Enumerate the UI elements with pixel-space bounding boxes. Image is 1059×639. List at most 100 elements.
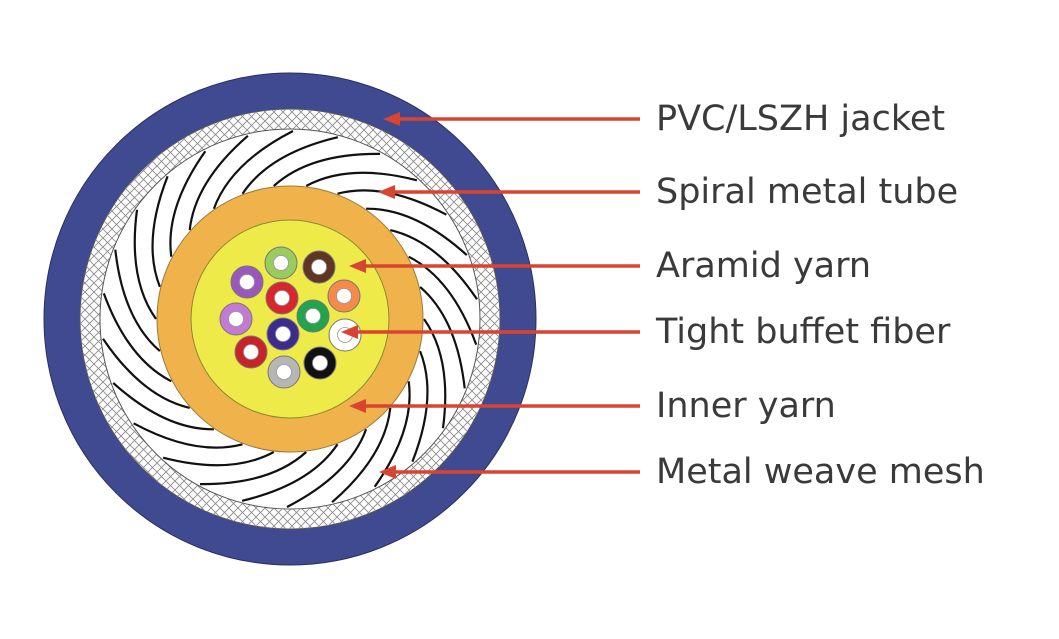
mesh-strand: [0, 512, 107, 620]
mesh-strand: [0, 377, 242, 620]
mesh-strand: [288, 18, 890, 620]
spiral-line: [151, 175, 169, 288]
label-aramid: Aramid yarn: [656, 246, 871, 286]
mesh-strand: [0, 18, 359, 378]
mesh-strand: [567, 127, 1059, 620]
mesh-strand: [657, 217, 1059, 620]
spiral-line: [366, 207, 468, 256]
mesh-strand: [0, 18, 152, 171]
mesh-strand: [0, 404, 215, 620]
arrow-mesh-head: [379, 465, 396, 479]
spiral-line: [162, 451, 275, 467]
spiral-line: [102, 293, 172, 383]
fiber-core: [275, 326, 291, 342]
mesh-strand: [279, 18, 881, 620]
mesh-strand: [333, 18, 935, 620]
fiber-core: [243, 344, 259, 360]
fiber-red: [265, 281, 299, 315]
mesh-strand: [0, 18, 305, 324]
mesh-strand: [0, 18, 170, 189]
spiral-line: [133, 209, 157, 320]
mesh-strand: [441, 18, 1043, 620]
mesh-strand: [0, 18, 206, 225]
fiber-purple: [230, 265, 264, 299]
mesh-strand: [585, 145, 1059, 620]
label-spiral-tube: Spiral metal tube: [656, 172, 958, 212]
mesh-strand: [351, 18, 953, 620]
mesh-strand: [0, 18, 368, 387]
mesh-strand: [675, 235, 1059, 620]
mesh-strand: [0, 18, 215, 234]
fiber-light-green: [264, 246, 298, 280]
mesh-strand: [234, 18, 836, 620]
mesh-strand: [0, 18, 188, 207]
fiber-gray: [267, 355, 301, 389]
fiber-core: [276, 364, 292, 380]
mesh-strand: [468, 28, 1059, 620]
fiber-brown: [302, 250, 336, 284]
fiber-core: [239, 274, 255, 290]
mesh-strand: [0, 386, 233, 620]
mesh-strand: [0, 18, 197, 216]
mesh-strand: [0, 18, 395, 414]
fiber-red-2: [234, 335, 268, 369]
mesh-strand: [0, 18, 242, 261]
spiral-line: [133, 422, 243, 449]
mesh-strand: [387, 18, 989, 620]
mesh-strand: [0, 494, 125, 620]
mesh-pattern: [0, 18, 1059, 620]
fiber-core: [311, 259, 327, 275]
mesh-strand: [342, 18, 944, 620]
mesh-strand: [0, 368, 251, 620]
mesh-strand: [648, 208, 1059, 620]
mesh-strand: [477, 37, 1059, 620]
spiral-line: [286, 428, 368, 508]
fiber-core: [228, 311, 244, 327]
mesh-strand: [639, 199, 1059, 620]
arrow-aramid-head: [349, 259, 366, 273]
mesh-strand: [0, 485, 134, 620]
spiral-line: [419, 286, 466, 389]
mesh-strand: [0, 449, 170, 620]
mesh-strand: [0, 18, 386, 405]
mesh-strand: [0, 18, 224, 243]
mesh-strand: [0, 467, 152, 620]
mesh-strand: [513, 73, 1059, 620]
mesh-strand: [0, 18, 125, 144]
label-inner-yarn: Inner yarn: [656, 386, 836, 426]
mesh-strand: [0, 18, 233, 252]
spiral-line: [273, 152, 381, 187]
mesh-strand: [0, 503, 116, 620]
label-mesh: Metal weave mesh: [656, 452, 985, 492]
mesh-strand: [225, 18, 827, 620]
spiral-line: [102, 338, 190, 409]
spiral-line: [188, 134, 249, 231]
mesh-strand: [0, 458, 161, 620]
mesh-strand: [531, 91, 1059, 620]
mesh-strand: [603, 163, 1059, 620]
mesh-strand: [0, 18, 107, 126]
mesh-strand: [207, 18, 809, 620]
mesh-strand: [522, 82, 1059, 620]
mesh-strand: [630, 190, 1059, 620]
mesh-strand: [252, 18, 854, 620]
spiral-line: [112, 382, 214, 431]
mesh-strand: [0, 413, 206, 620]
mesh-strand: [0, 18, 143, 162]
mesh-strand: [612, 172, 1059, 620]
spiral-line: [199, 451, 307, 486]
fiber-orange: [327, 279, 361, 313]
tight-buffered-fibers: [219, 246, 362, 389]
fiber-core: [312, 355, 328, 371]
mesh-strand: [0, 395, 224, 620]
mesh-strand: [306, 18, 908, 620]
mesh-strand: [0, 431, 188, 620]
mesh-strand: [324, 18, 926, 620]
mesh-strand: [504, 64, 1059, 620]
mesh-strand: [0, 18, 287, 306]
mesh-strand: [414, 18, 1016, 620]
mesh-strand: [495, 55, 1059, 620]
spiral-line: [411, 350, 429, 463]
arrow-fiber-head: [341, 325, 358, 339]
spiral-line: [373, 381, 411, 488]
